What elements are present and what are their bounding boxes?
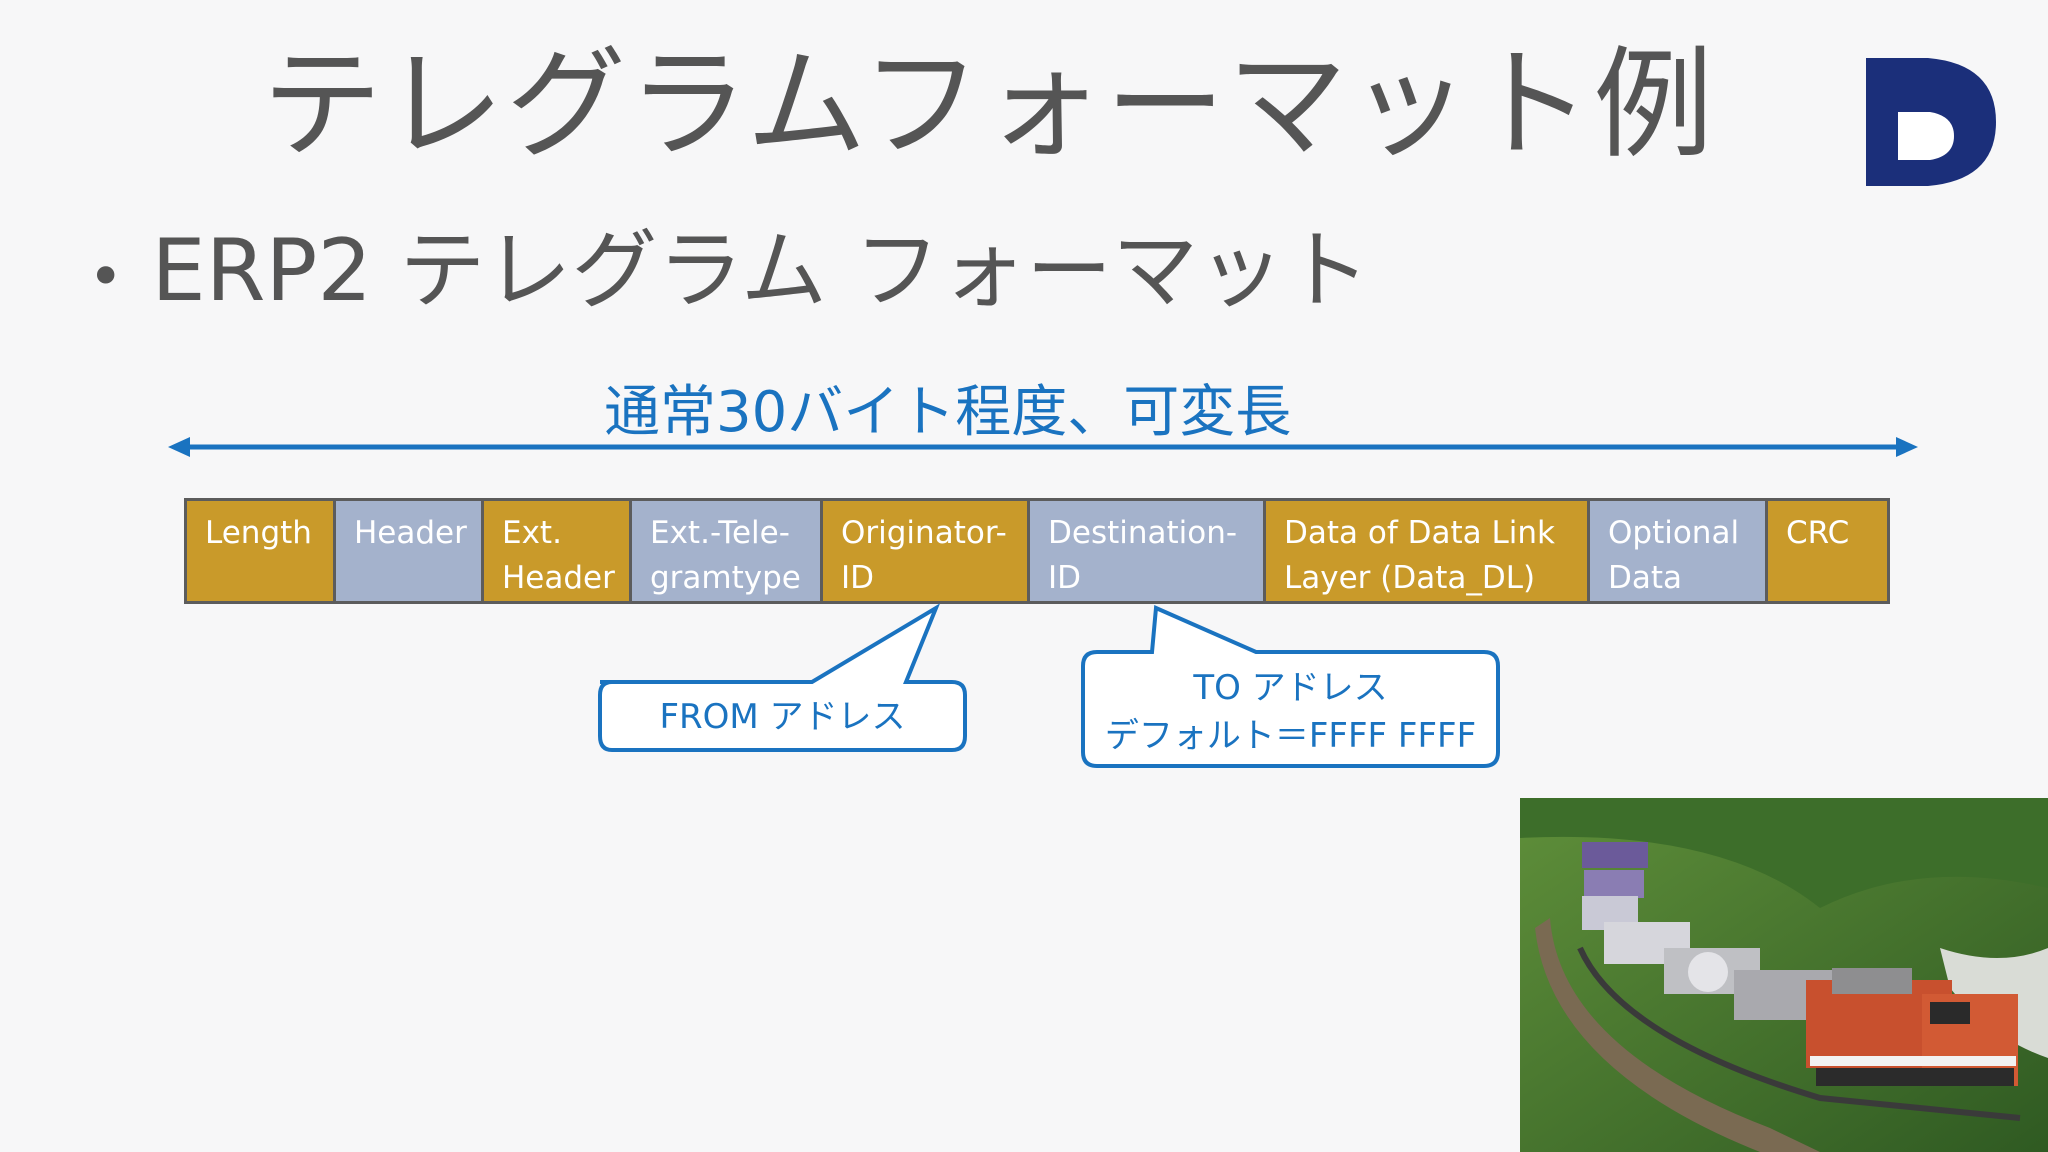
field-crc: CRC — [1768, 501, 1887, 601]
telegram-format-table: Length Header Ext. Header Ext.-Tele- gra… — [184, 498, 1890, 604]
callout-shapes — [598, 603, 1500, 768]
from-address-label: FROM アドレス — [659, 697, 906, 737]
field-ext-telegramtype: Ext.-Tele- gramtype — [632, 501, 823, 601]
field-ext-header: Ext. Header — [484, 501, 632, 601]
bullet-dot: • — [88, 241, 124, 312]
double-arrow-icon — [168, 437, 1918, 457]
length-span-label: 通常30バイト程度、可変長 — [604, 380, 1292, 445]
field-optional-data: Optional Data — [1590, 501, 1768, 601]
from-callout-box — [598, 603, 967, 752]
field-length: Length — [187, 501, 336, 601]
field-destination-id: Destination- ID — [1030, 501, 1266, 601]
freight-train-photo — [1520, 798, 2048, 1152]
slide-title: テレグラムフォーマット例 — [262, 36, 1716, 175]
to-callout-box — [1081, 605, 1500, 768]
field-header: Header — [336, 501, 484, 601]
bullet-item: • ERP2 テレグラム フォーマット — [88, 216, 1370, 332]
to-address-label: TO アドレス — [1193, 668, 1388, 708]
bullet-text: ERP2 テレグラム フォーマット — [151, 221, 1371, 321]
d-logo-icon — [1866, 58, 1996, 186]
field-originator-id: Originator- ID — [823, 501, 1030, 601]
locomotive — [1806, 968, 2018, 1086]
to-address-default: デフォルト＝FFFF FFFF — [1104, 716, 1477, 756]
field-data-dl: Data of Data Link Layer (Data_DL) — [1266, 501, 1590, 601]
